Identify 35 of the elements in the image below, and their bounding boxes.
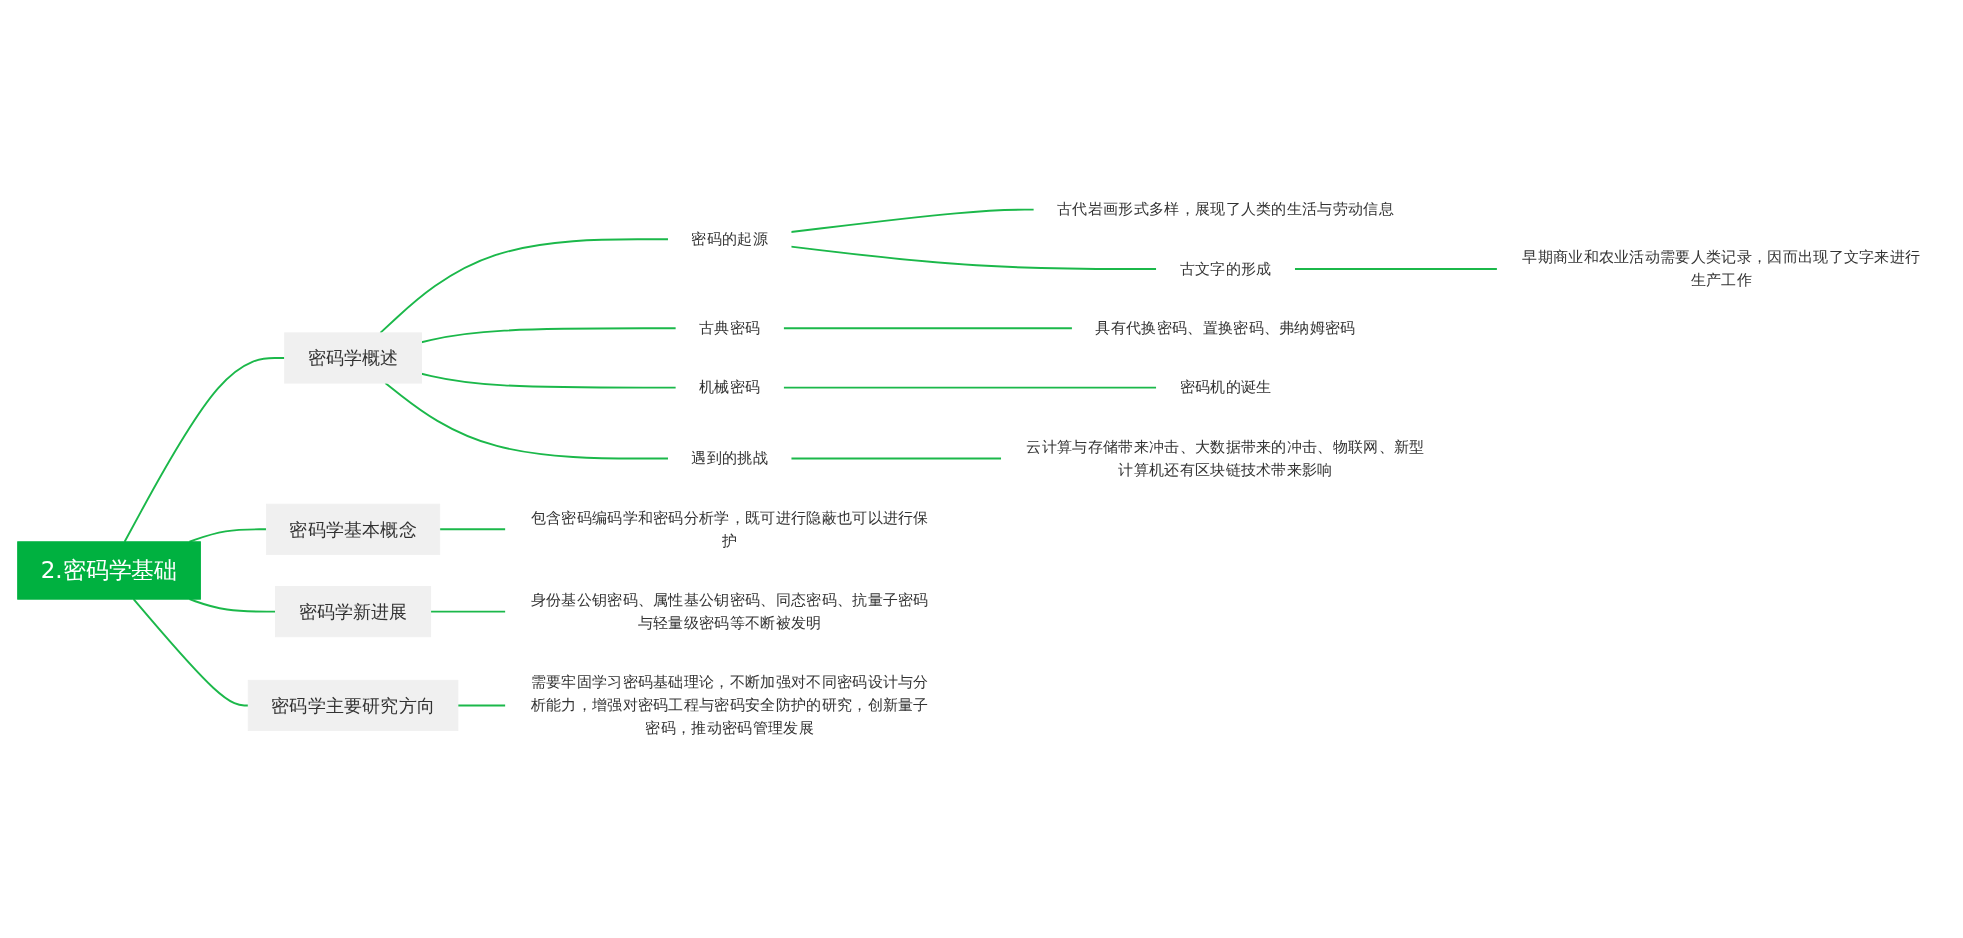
connector	[123, 357, 286, 543]
node-box	[17, 541, 201, 600]
mind-map-drawing: 2.密码学基础 密码学概述 密码的起源 古代岩画形式多样，展现了人类的生活与劳动信息 古文字的形成 早期商业和农业活动需要人类记录，因而出现了文字来进行生产工作 古典密码 具有代换密码、置换密码、弗纳姆密码 机械密码 密码机的诞生 遇到的挑战 云计算与存储带来冲击、大数据带来的冲击、物联网、新型计算机还有区块链技术带来影响 密码学基本概念 包含密码编码学和密码分析学，既可进行隐蔽也可以进行保护 密码学新进展 身份基公钥密码、属性基公钥密码、同态密码、抗量子密码与轻量级密码等不断被发明 密码学主要研究方向 需要牢固学习密码基础理论，不断加强对不同密码设计与分析能力，增强对密码工程与密码安全防护的研究，创新量子密码，推动密码管理发展	[10, 178, 1953, 759]
node-box	[275, 586, 432, 638]
connector	[384, 382, 670, 460]
node-text: 身份基公钥密码、属性基公钥密码、同态密码、抗量子密码与轻量级密码等不断被发明	[530, 590, 929, 632]
connector	[1293, 268, 1499, 270]
node-box	[284, 332, 422, 384]
node-box	[247, 679, 459, 731]
connector	[420, 372, 678, 389]
connector	[790, 208, 1036, 233]
connector	[379, 238, 670, 334]
node-text: 遇到的挑战	[691, 448, 769, 468]
connector	[429, 610, 507, 613]
connector	[790, 245, 1158, 270]
node-box	[265, 503, 441, 555]
connector	[420, 327, 678, 344]
connector	[782, 386, 1158, 389]
connector	[438, 528, 507, 531]
node-text: 古典密码	[699, 318, 761, 337]
connector	[188, 528, 268, 543]
connector	[782, 327, 1074, 330]
node-text: 包含密码编码学和密码分析学，既可进行隐蔽也可以进行保护	[530, 508, 929, 550]
node-text: 古代岩画形式多样，展现了人类的生活与劳动信息	[1057, 200, 1394, 219]
node-text: 机械密码	[699, 378, 761, 397]
node-text: 需要牢固学习密码基础理论，不断加强对不同密码设计与分析能力，增强对密码工程与密码安全防护的研究，创新量子密码，推动密码管理发展	[530, 672, 929, 737]
connector	[456, 704, 507, 707]
node-text: 古文字的形成	[1179, 259, 1272, 278]
node-text: 密码机的诞生	[1179, 378, 1272, 397]
node-text: 密码的起源	[691, 229, 769, 248]
node-text: 具有代换密码、置换密码、弗纳姆密码	[1095, 318, 1356, 337]
node-text: 云计算与存储带来冲击、大数据带来的冲击、物联网、新型计算机还有区块链技术带来影响	[1026, 437, 1425, 479]
node-text: 早期商业和农业活动需要人类记录，因而出现了文字来进行生产工作	[1522, 247, 1921, 290]
connector	[790, 457, 1003, 460]
connector	[132, 598, 250, 707]
